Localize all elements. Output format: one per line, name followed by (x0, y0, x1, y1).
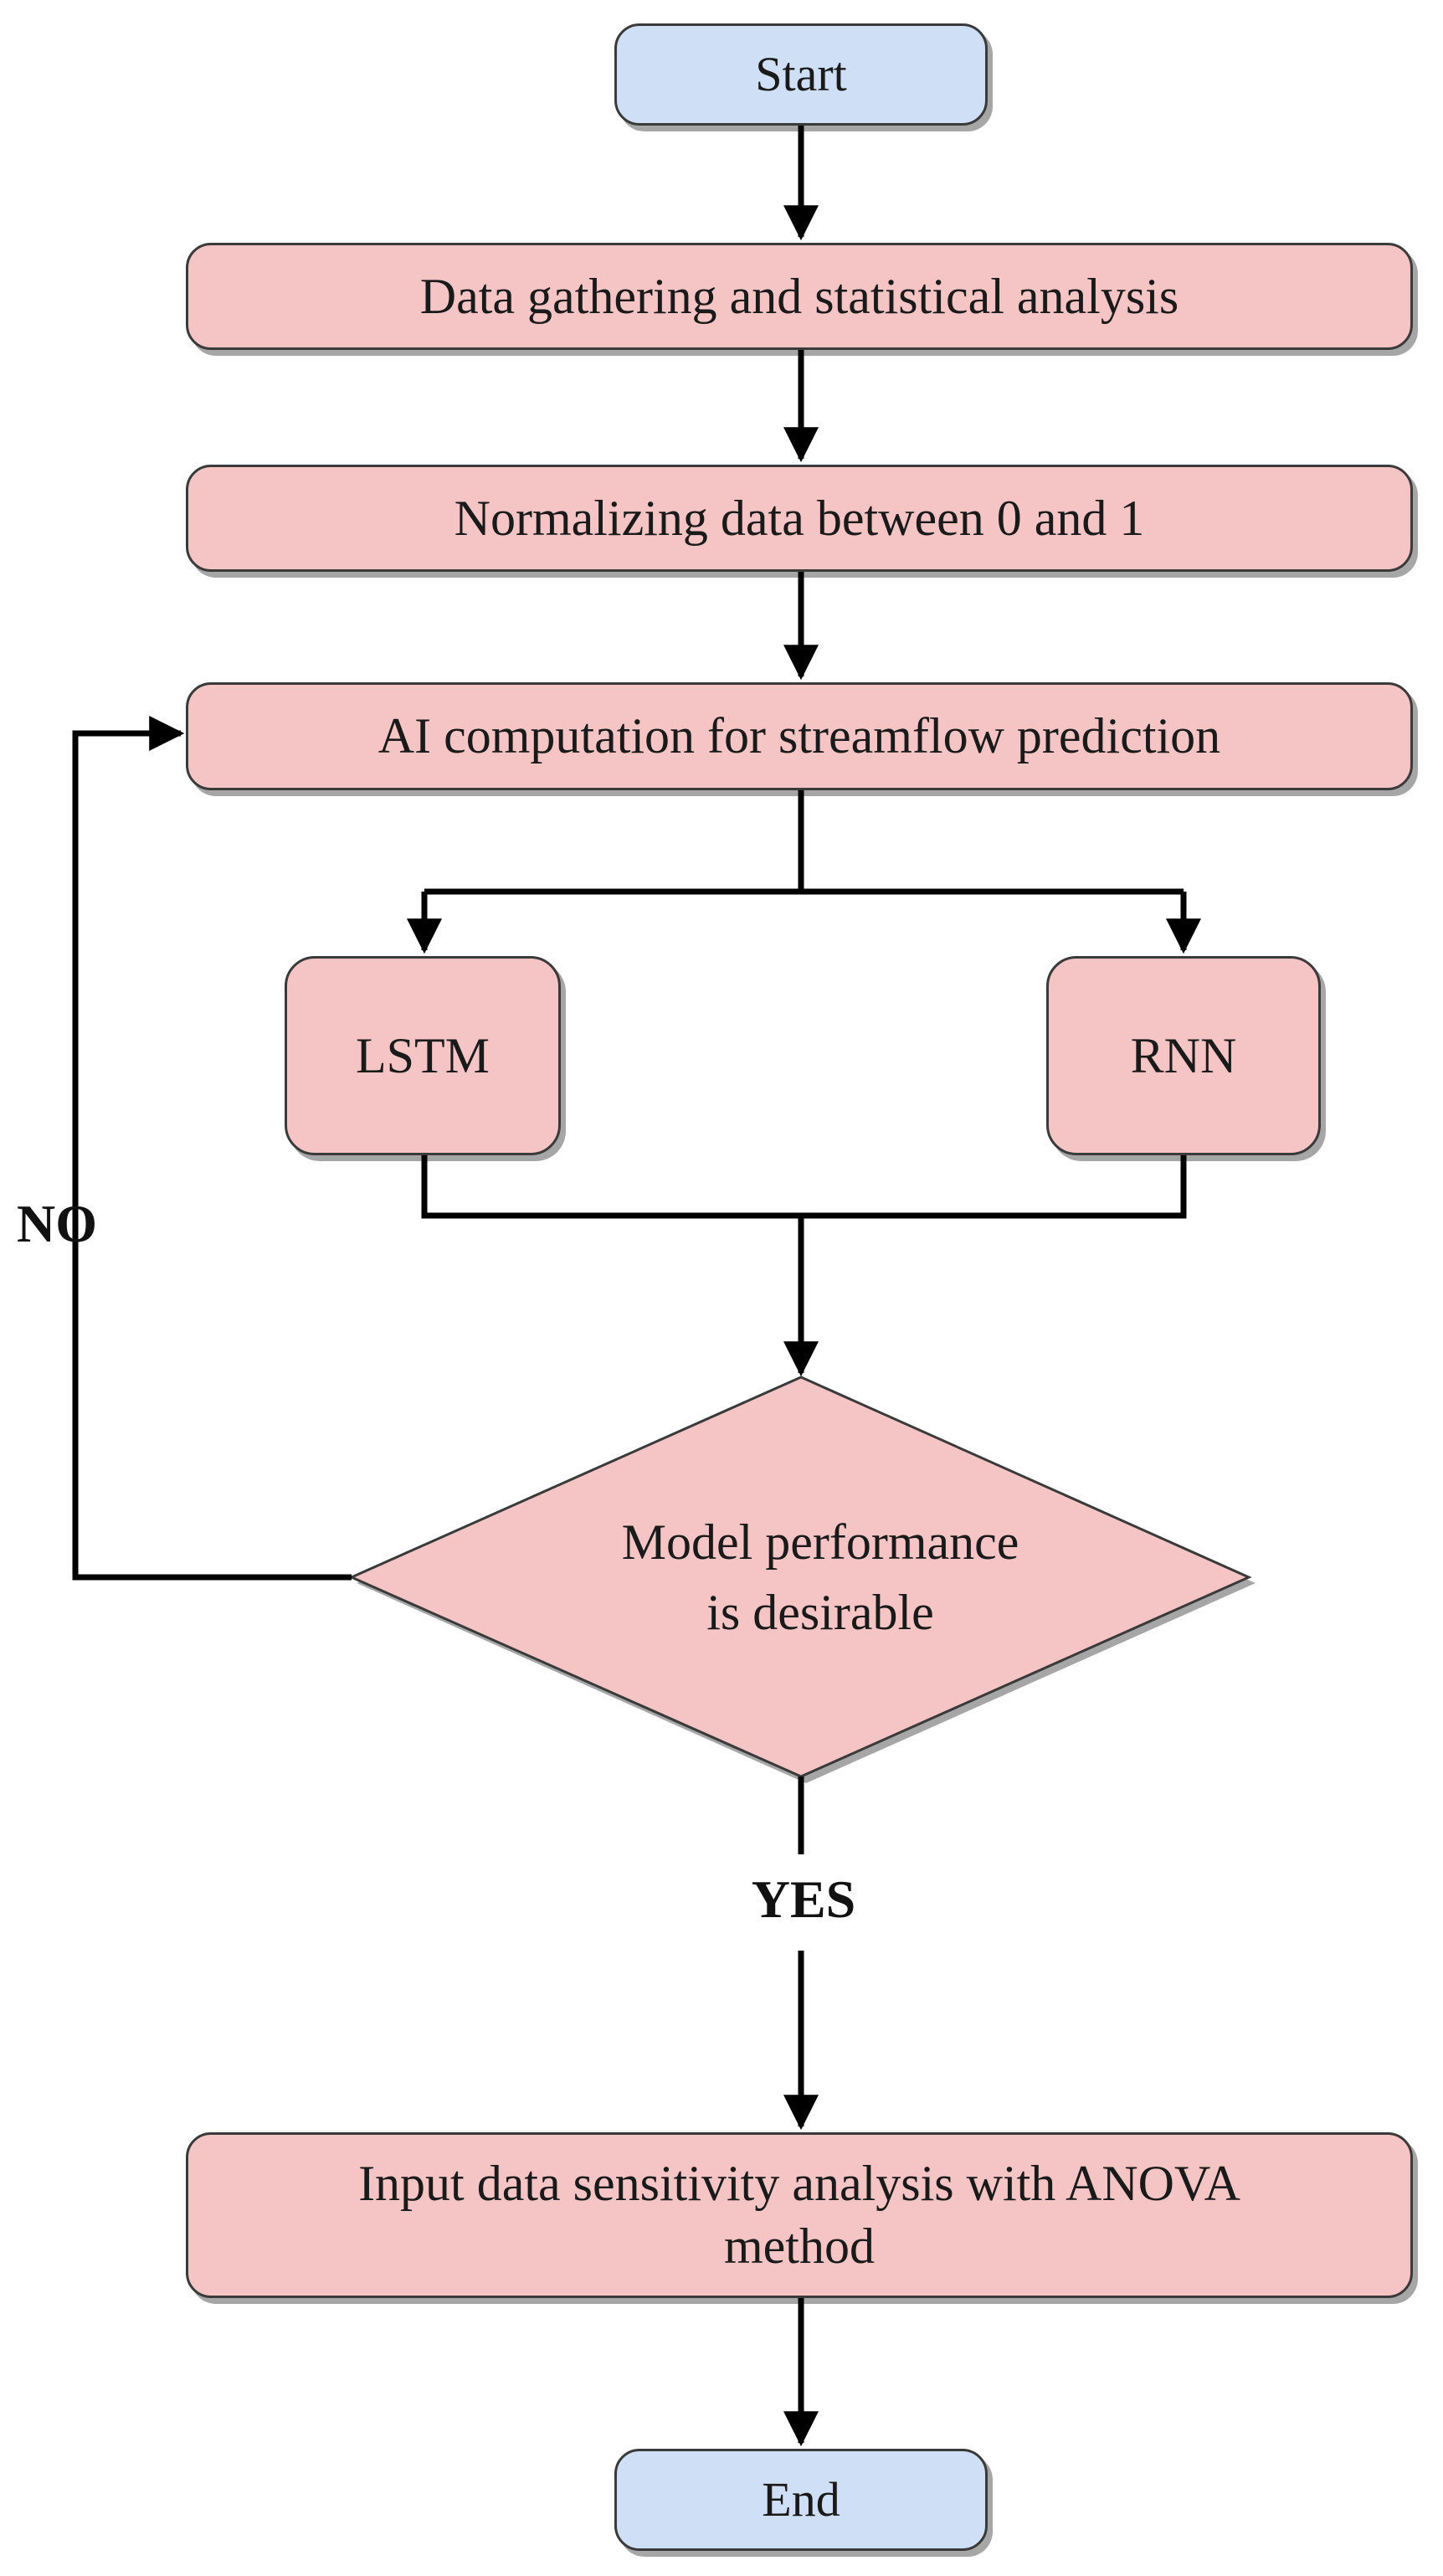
normalizing-node: Normalizing data between 0 and 1 (186, 465, 1413, 572)
ai-computation-node: AI computation for streamflow prediction (186, 682, 1413, 790)
lstm-node: LSTM (285, 956, 561, 1155)
data-gathering-label: Data gathering and statistical analysis (419, 268, 1179, 324)
decision-label: Model performance is desirable (402, 1507, 1239, 1648)
rnn-label: RNN (1130, 1027, 1237, 1083)
connector-no-loop (72, 716, 352, 1581)
no-branch-label: NO (17, 1194, 97, 1253)
decision-label-line2: is desirable (706, 1585, 934, 1640)
end-label: End (762, 2471, 840, 2527)
sensitivity-analysis-node: Input data sensitivity analysis with ANO… (186, 2132, 1413, 2298)
start-node: Start (614, 23, 988, 126)
ai-computation-label: AI computation for streamflow prediction (377, 708, 1221, 764)
data-gathering-node: Data gathering and statistical analysis (186, 243, 1413, 350)
start-label: Start (755, 46, 847, 101)
sensitivity-label-line1: Input data sensitivity analysis with ANO… (358, 2156, 1240, 2211)
end-node: End (614, 2449, 988, 2551)
yes-branch-label: YES (751, 1869, 856, 1929)
sensitivity-label-line2: method (724, 2219, 875, 2274)
rnn-node: RNN (1046, 956, 1321, 1155)
normalizing-label: Normalizing data between 0 and 1 (454, 490, 1145, 546)
decision-label-line1: Model performance (621, 1514, 1019, 1570)
connector-merge (421, 1155, 1187, 1219)
lstm-label: LSTM (355, 1027, 490, 1083)
